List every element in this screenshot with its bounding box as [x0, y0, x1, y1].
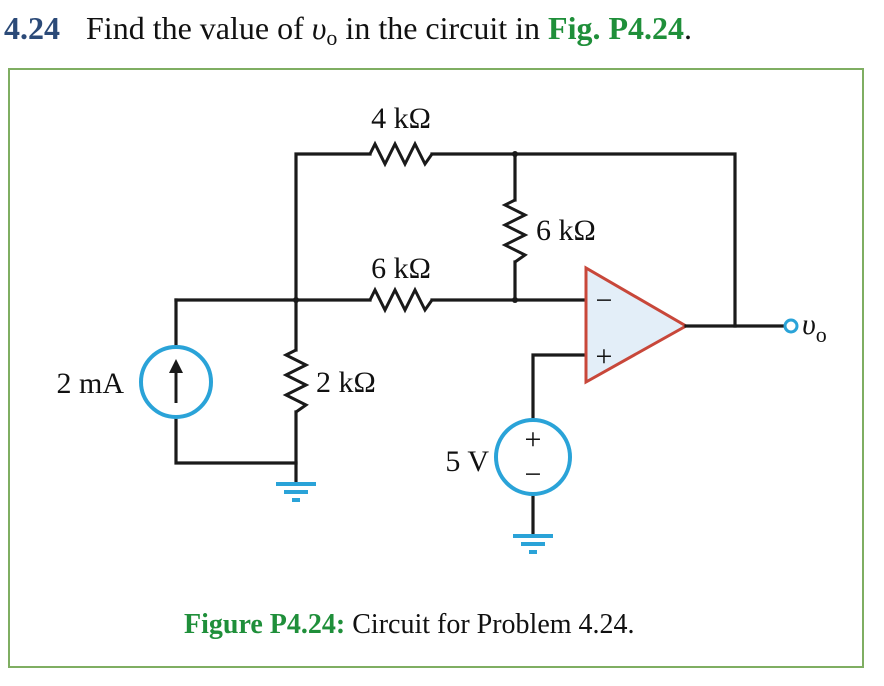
problem-text-before: Find the value of [86, 10, 312, 46]
resistor-6k-middle [368, 286, 434, 314]
opamp-minus-terminal: − [596, 284, 613, 317]
label-r-shunt: 2 kΩ [316, 366, 376, 399]
caption-label: Figure P4.24: [184, 609, 346, 640]
junction-dot [512, 151, 518, 157]
figure-reference-link[interactable]: Fig. P4.24 [548, 10, 685, 46]
problem-text-middle: in the circuit in [337, 10, 549, 46]
label-r-top: 4 kΩ [371, 102, 431, 135]
resistor-4k [368, 140, 434, 168]
label-output-variable: υo [802, 308, 827, 347]
output-variable: υ [802, 308, 816, 341]
opamp-plus-terminal: + [596, 340, 613, 373]
vsource-plus-sign: + [525, 423, 542, 456]
problem-number: 4.24 [4, 10, 60, 46]
arrow-head-icon [169, 359, 183, 373]
resistor-2k [282, 348, 310, 414]
op-amp-triangle [584, 265, 690, 385]
problem-text-after: . [684, 10, 693, 46]
output-subscript: o [816, 322, 827, 347]
wire-plus-input [531, 353, 588, 422]
label-r-middle: 6 kΩ [371, 252, 431, 285]
figure-frame [8, 68, 864, 668]
label-voltage-source: 5 V [445, 445, 489, 478]
junction-dot [293, 297, 299, 303]
caption-text: Circuit for Problem 4.24. [345, 609, 635, 640]
ground-right [513, 534, 553, 554]
ground-left [276, 482, 316, 502]
figure-caption: Figure P4.24: Circuit for Problem 4.24. [184, 608, 635, 642]
problem-statement: 4.24 Find the value of υo in the circuit … [4, 8, 692, 52]
wire-top-left [294, 152, 372, 302]
voltage-source: + − [494, 418, 572, 496]
resistor-6k-vertical [501, 198, 529, 264]
label-r-vertical: 6 kΩ [536, 214, 596, 247]
op-amp: − + [584, 265, 737, 385]
junction-dot [512, 297, 518, 303]
variable-subscript: o [326, 25, 338, 50]
current-source [139, 345, 213, 419]
wires [174, 152, 787, 537]
vsource-minus-sign: − [525, 458, 542, 491]
wire-top-right [430, 152, 787, 328]
wire-isource-bottom [174, 415, 298, 465]
output-terminal [783, 318, 799, 334]
variable-v: υ [311, 10, 327, 46]
label-current-source: 2 mA [57, 367, 125, 400]
